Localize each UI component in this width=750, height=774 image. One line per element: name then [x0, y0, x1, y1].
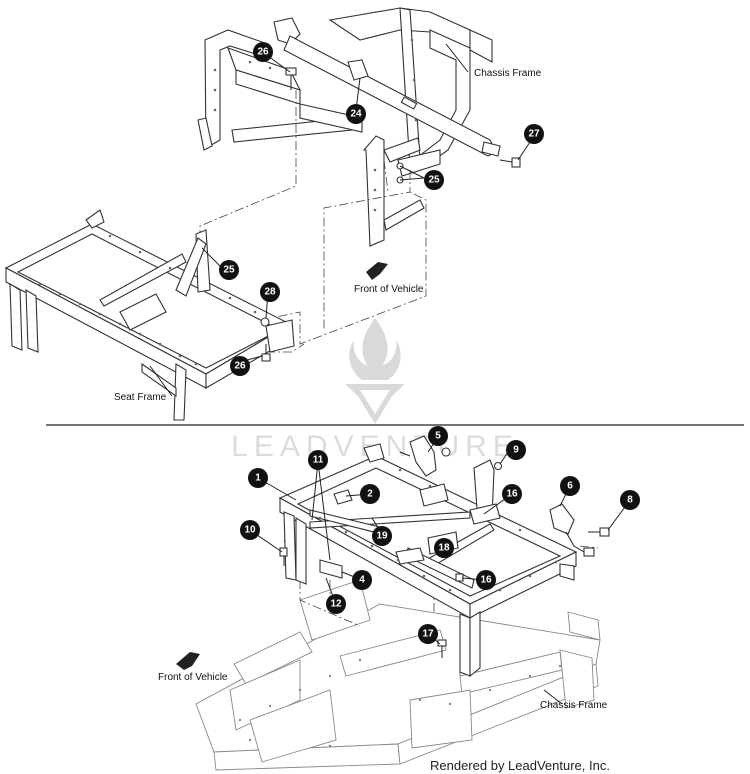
- callout-16-top: 16: [502, 484, 522, 504]
- callout-5: 5: [428, 426, 448, 446]
- bolt-26-lower: [261, 344, 271, 362]
- bolt-8: [588, 527, 610, 537]
- callout-16-bottom: 16: [476, 570, 496, 590]
- callout-25-top: 25: [424, 170, 444, 190]
- callout-28: 28: [260, 282, 280, 302]
- bolt-27: [499, 157, 521, 168]
- footer-credit: Rendered by LeadVenture, Inc.: [430, 758, 610, 773]
- svg-text:25: 25: [428, 175, 440, 186]
- svg-text:16: 16: [480, 575, 492, 586]
- seat-frame-top-holes: [38, 234, 257, 366]
- bolt-16b: [455, 573, 464, 582]
- callout-27: 27: [524, 124, 544, 144]
- washer-5b: [441, 447, 451, 457]
- svg-text:9: 9: [513, 445, 519, 456]
- bolt-17: [437, 639, 447, 658]
- callout-8: 8: [620, 490, 640, 510]
- svg-text:17: 17: [422, 629, 434, 640]
- front-arrow-bottom-icon: [176, 652, 200, 670]
- bolt-10: [279, 547, 288, 566]
- seat-frame-top: [4, 209, 295, 421]
- svg-text:27: 27: [528, 129, 540, 140]
- watermark-logo: [345, 318, 405, 424]
- callout-2: 2: [360, 484, 380, 504]
- bracket-4: [319, 559, 343, 579]
- svg-text:19: 19: [376, 531, 388, 542]
- svg-text:25: 25: [223, 265, 235, 276]
- svg-text:12: 12: [330, 599, 342, 610]
- svg-text:16: 16: [506, 489, 518, 500]
- svg-text:24: 24: [350, 109, 362, 120]
- callout-12: 12: [326, 594, 346, 614]
- svg-text:26: 26: [234, 361, 246, 372]
- callout-25-seat: 25: [219, 260, 239, 280]
- svg-text:4: 4: [359, 575, 365, 586]
- svg-text:2: 2: [367, 489, 373, 500]
- svg-text:8: 8: [627, 495, 633, 506]
- washer-28: [260, 317, 270, 327]
- callout-18: 18: [434, 538, 454, 558]
- label-seat-frame: Seat Frame: [114, 392, 167, 403]
- chassis-frame-top-holes: [213, 38, 418, 212]
- callout-24: 24: [346, 104, 366, 124]
- callout-11: 11: [308, 450, 328, 470]
- svg-text:18: 18: [438, 543, 450, 554]
- chassis-frame-top: [197, 7, 493, 247]
- chassis-frame-bottom: [195, 579, 601, 771]
- front-arrow-top-icon: [366, 262, 388, 280]
- callout-9: 9: [506, 440, 526, 460]
- seat-belt-retractor-24: [273, 17, 501, 157]
- chassis-frame-bottom-holes: [238, 658, 562, 748]
- svg-text:6: 6: [567, 481, 573, 492]
- callout-19: 19: [372, 526, 392, 546]
- seat-frame-bottom-holes: [318, 468, 558, 592]
- callout-26-lower: 26: [230, 356, 250, 376]
- buckle-5: [399, 435, 437, 477]
- nut-9: [493, 461, 503, 471]
- svg-text:26: 26: [257, 47, 269, 58]
- bolt-26-top: [285, 67, 297, 90]
- label-chassis-frame-top: Chassis Frame: [474, 68, 542, 79]
- svg-text:1: 1: [255, 473, 261, 484]
- callout-6: 6: [560, 476, 580, 496]
- svg-text:11: 11: [313, 455, 324, 466]
- callout-1: 1: [248, 468, 268, 488]
- svg-text:10: 10: [244, 525, 256, 536]
- seat-frame-bottom: [278, 443, 578, 678]
- bracket-2: [333, 489, 353, 505]
- svg-text:5: 5: [435, 431, 441, 442]
- label-chassis-frame-bottom: Chassis Frame: [540, 700, 608, 711]
- callout-10: 10: [240, 520, 260, 540]
- label-front-of-vehicle-top: Front of Vehicle: [354, 284, 424, 295]
- callout-4: 4: [352, 570, 372, 590]
- callout-17: 17: [418, 624, 438, 644]
- callout-26-top: 26: [253, 42, 273, 62]
- label-front-of-vehicle-bottom: Front of Vehicle: [158, 672, 228, 683]
- svg-text:28: 28: [264, 287, 276, 298]
